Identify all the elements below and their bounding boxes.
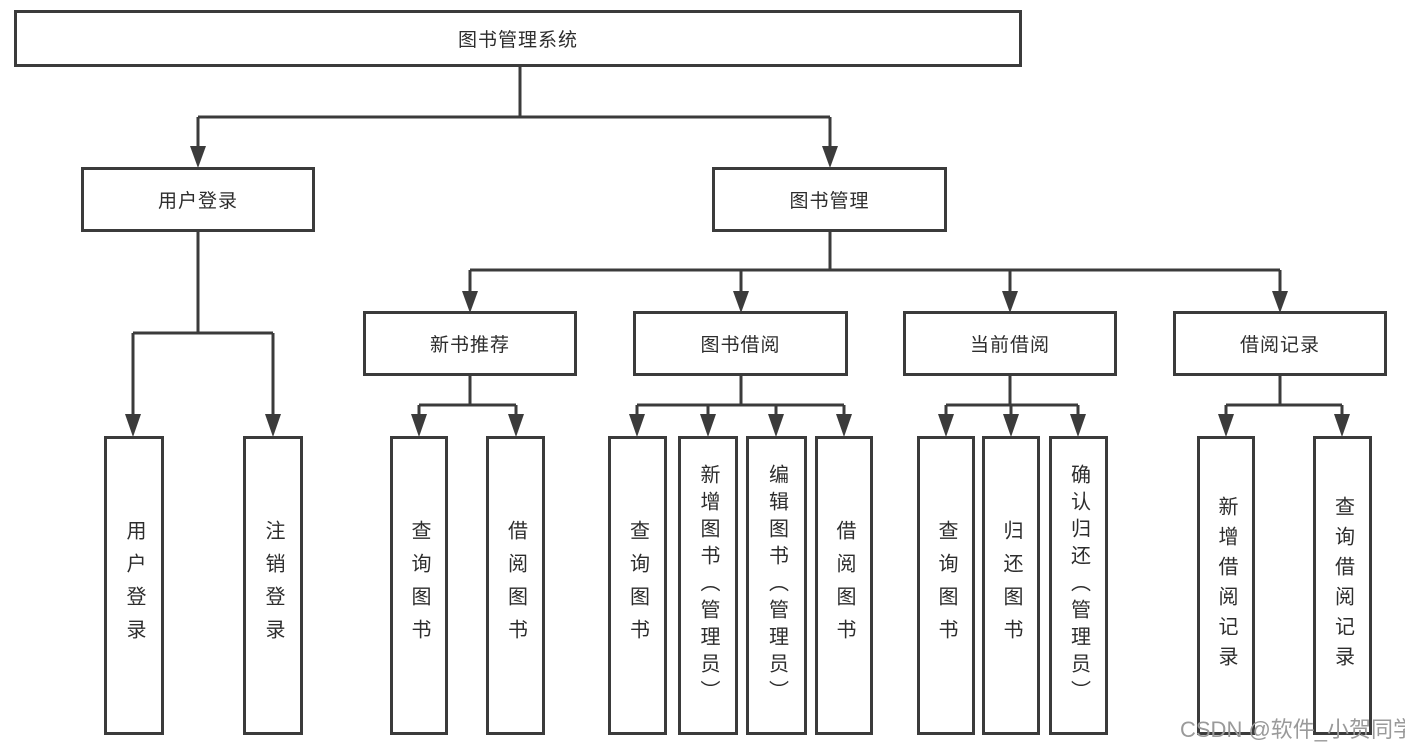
node-user-login: 用户登录 [81,167,315,232]
leaf-user-login: 用户登录 [104,436,164,735]
leaf-return-books: 归还图书 [982,436,1040,735]
node-library-management-system: 图书管理系统 [14,10,1022,67]
leaf-label: 注销登录 [262,519,284,652]
leaf-add-books-admin: 新增图书（管理员） [678,436,738,735]
leaf-add-borrow-record: 新增借阅记录 [1197,436,1255,735]
leaf-label: 编辑图书（管理员） [765,464,788,707]
node-label: 图书借阅 [700,335,781,356]
leaf-edit-books-admin: 编辑图书（管理员） [746,436,807,735]
node-borrowing-records: 借阅记录 [1173,311,1387,376]
node-label: 新书推荐 [429,335,510,356]
node-new-book-recommendation: 新书推荐 [363,311,577,376]
node-label: 当前借阅 [969,335,1050,356]
leaf-label: 查询借阅记录 [1331,495,1354,676]
node-label: 用户登录 [157,191,238,212]
leaf-label: 借阅图书 [833,519,855,652]
leaf-logout: 注销登录 [243,436,303,735]
leaf-label: 用户登录 [123,519,145,652]
leaf-query-books-recommend: 查询图书 [390,436,448,735]
node-current-borrowing: 当前借阅 [903,311,1117,376]
leaf-label: 确认归还（管理员） [1067,464,1090,707]
leaf-confirm-return-admin: 确认归还（管理员） [1049,436,1108,735]
leaf-borrow-books: 借阅图书 [815,436,873,735]
node-book-borrowing: 图书借阅 [633,311,848,376]
leaf-label: 查询图书 [408,519,430,652]
leaf-query-borrow-record: 查询借阅记录 [1313,436,1372,735]
leaf-label: 归还图书 [1000,519,1022,652]
node-label: 借阅记录 [1239,335,1320,356]
csdn-watermark: CSDN @软件_小贺同学 [1180,717,1405,742]
leaf-label: 新增图书（管理员） [697,464,719,707]
leaf-label: 借阅图书 [504,519,527,652]
node-label: 图书管理系统 [457,30,578,51]
leaf-label: 新增借阅记录 [1215,495,1237,676]
leaf-query-books-borrowing: 查询图书 [608,436,667,735]
leaf-label: 查询图书 [935,519,957,652]
leaf-query-books-current: 查询图书 [917,436,975,735]
leaf-label: 查询图书 [626,519,649,652]
node-label: 图书管理 [789,191,870,212]
leaf-borrow-books-recommend: 借阅图书 [486,436,545,735]
node-book-management: 图书管理 [712,167,947,232]
